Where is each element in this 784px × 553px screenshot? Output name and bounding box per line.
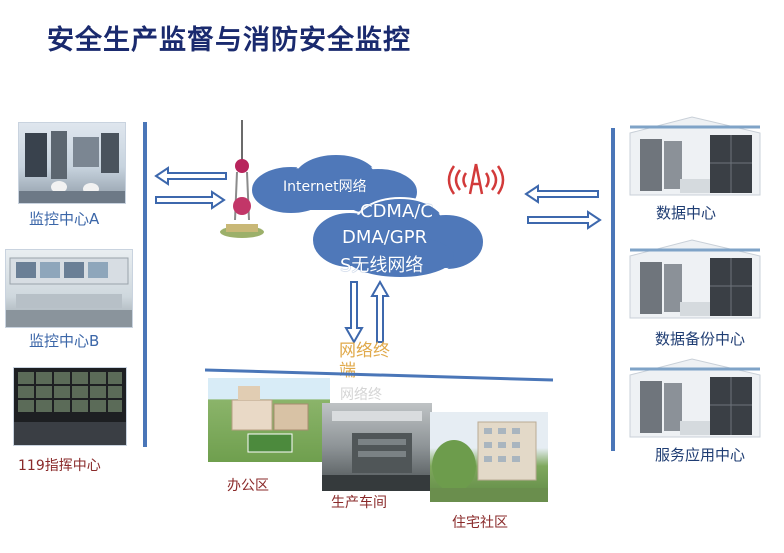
- right-divider: [611, 128, 615, 451]
- arrow-down-icon: [344, 281, 364, 344]
- monitoring-center-b-photo: [5, 249, 133, 328]
- service-center-label: 服务应用中心: [655, 446, 746, 464]
- command-center-photo: [13, 367, 127, 446]
- monitoring-center-a-photo: [18, 122, 126, 204]
- wireless-cloud-icon: [311, 197, 485, 279]
- right-arrows: [524, 184, 602, 230]
- residential-photo: [430, 412, 548, 502]
- command-center-label: 119指挥中心: [18, 458, 101, 474]
- arrow-right-icon: [155, 190, 226, 210]
- residential-label: 住宅社区: [452, 515, 508, 531]
- internet-label: Internet网络: [283, 179, 367, 195]
- terminal-label-line2: 端: [339, 361, 356, 381]
- monitoring-center-a-label: 监控中心A: [29, 210, 100, 228]
- backup-center-image: [620, 236, 765, 324]
- data-center-image: [620, 113, 765, 201]
- wireless-network-line1: CDMA/C: [360, 201, 433, 222]
- terminal-label-line1: 网络终: [339, 341, 390, 361]
- service-center-image: [620, 355, 765, 443]
- monitoring-center-b-label: 监控中心B: [29, 332, 100, 350]
- vertical-arrows: [344, 280, 390, 344]
- office-area-label: 办公区: [227, 478, 269, 494]
- tv-tower-icon: [220, 120, 264, 238]
- office-area-photo: [208, 378, 330, 462]
- workshop-label: 生产车间: [331, 495, 387, 511]
- signal-antenna-icon: [447, 163, 505, 195]
- arrow-left-icon-2: [524, 184, 599, 204]
- wireless-network-line2: DMA/GPR: [342, 227, 428, 248]
- left-arrows: [154, 166, 227, 210]
- backup-center-label: 数据备份中心: [655, 330, 746, 348]
- arrow-left-icon: [154, 166, 227, 186]
- bottom-divider: [205, 368, 554, 382]
- data-center-label: 数据中心: [656, 204, 717, 222]
- faded-text: 网络终: [340, 387, 382, 403]
- left-divider: [143, 122, 147, 447]
- wireless-network-line3: S无线网络: [340, 255, 424, 276]
- workshop-photo: [322, 403, 432, 491]
- arrow-up-icon: [370, 280, 390, 343]
- arrow-right-icon-2: [527, 210, 602, 230]
- page-title: 安全生产监督与消防安全监控: [47, 25, 411, 56]
